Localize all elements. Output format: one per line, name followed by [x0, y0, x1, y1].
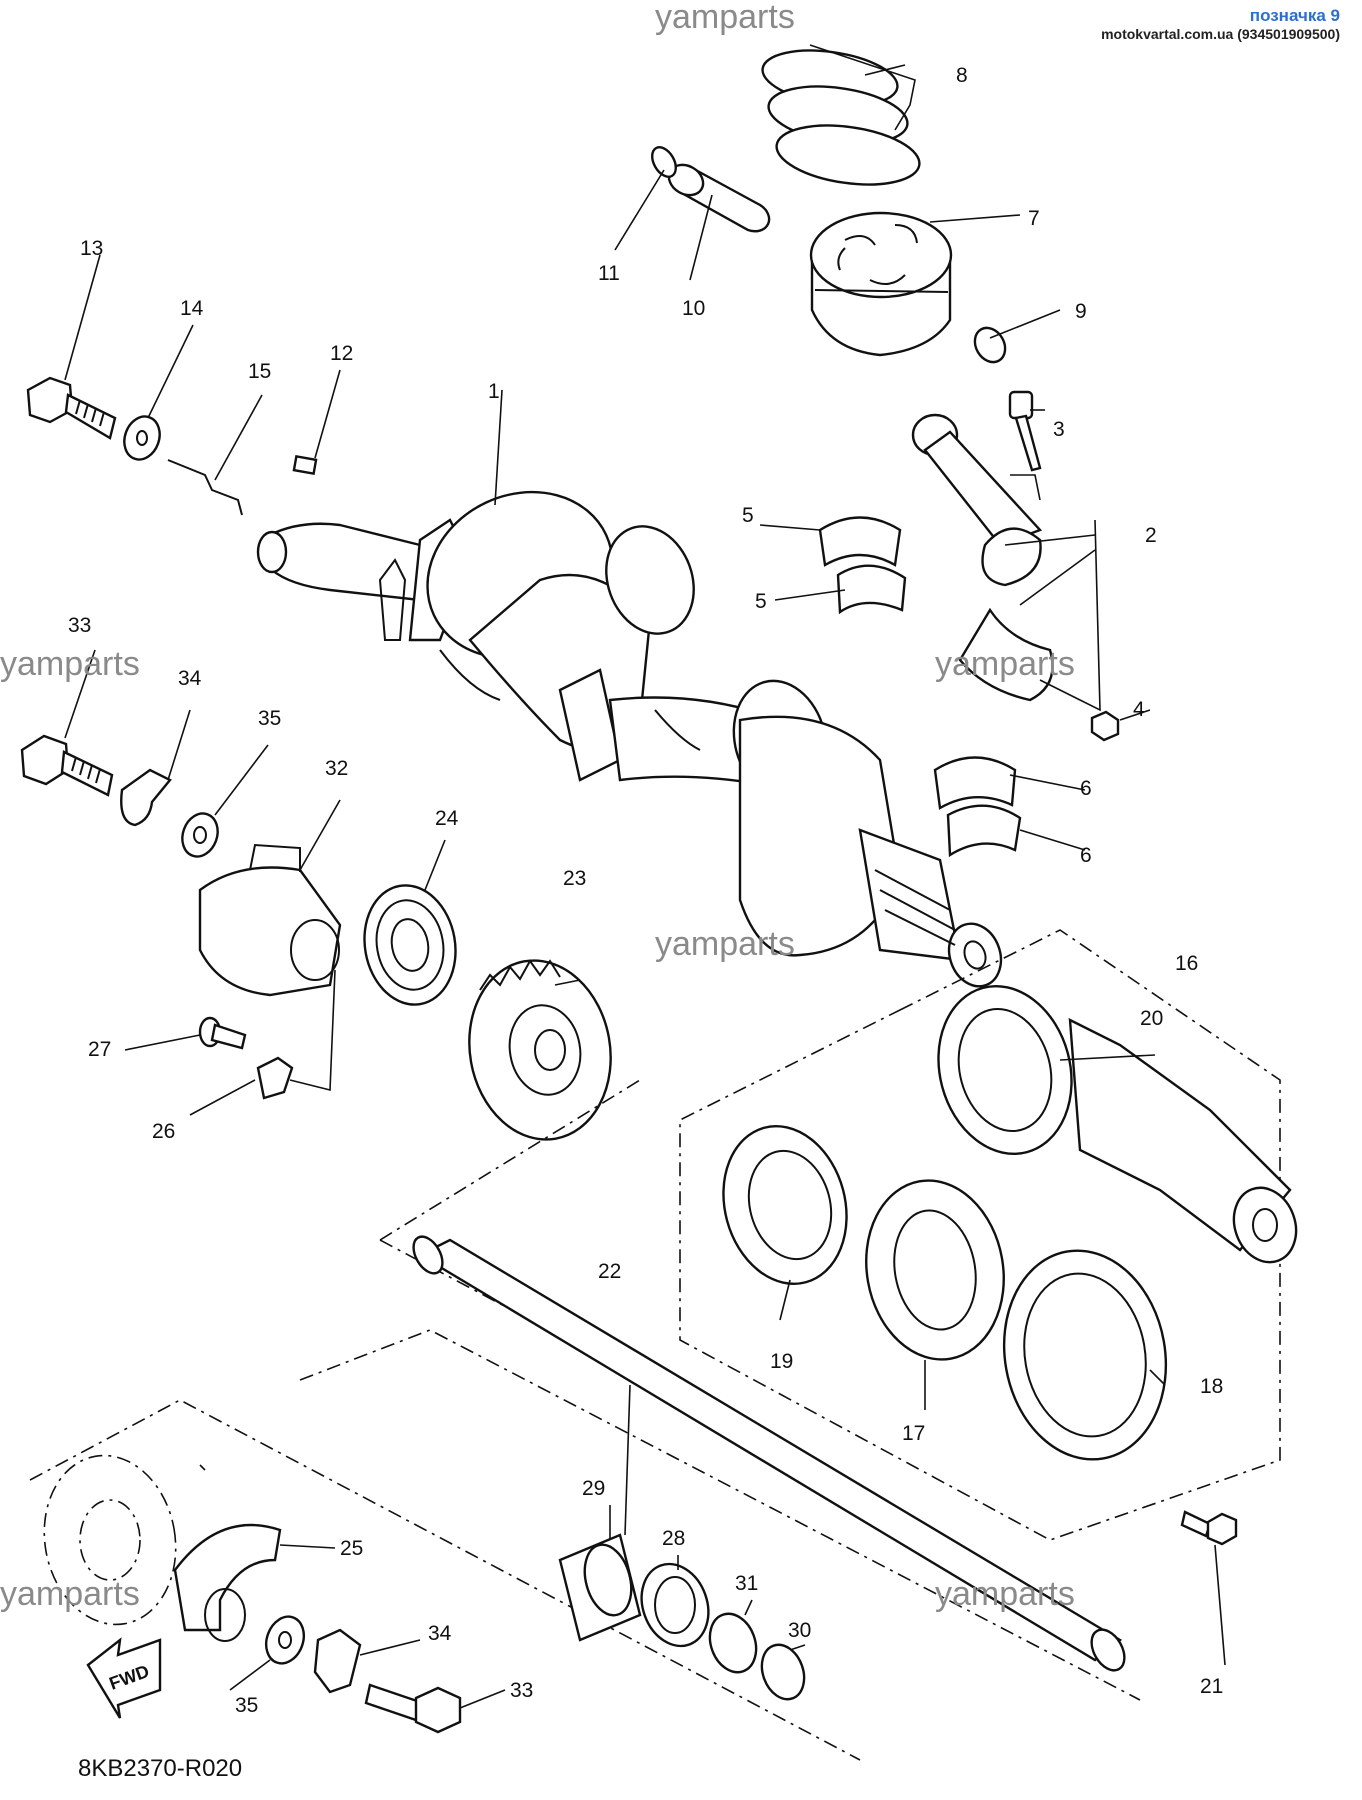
conrod-nut	[1090, 710, 1120, 742]
callout-6a: 6	[1080, 777, 1092, 800]
washer-35-lower	[264, 1615, 306, 1665]
circlip-31	[708, 1612, 758, 1674]
callout-9: 9	[1075, 300, 1087, 323]
callout-33-lower: 33	[510, 1679, 533, 1702]
callout-4: 4	[1133, 698, 1145, 721]
watermark-center: yamparts	[655, 925, 795, 963]
piston-rings	[761, 49, 921, 186]
callout-10: 10	[682, 297, 705, 320]
callout-21: 21	[1200, 1675, 1223, 1698]
fwd-arrow-icon: FWD	[86, 1637, 162, 1719]
piston-pin-clip-right	[973, 326, 1007, 364]
callout-35-lower: 35	[235, 1694, 258, 1717]
lock-washer-34-lower	[313, 1628, 362, 1694]
callout-33-upper: 33	[68, 614, 91, 637]
callout-23: 23	[563, 867, 586, 890]
balancer-gear-25-dashed	[43, 1454, 177, 1626]
callout-24: 24	[435, 807, 459, 830]
bolt-33-lower	[364, 1683, 462, 1734]
watermark-right-lower: yamparts	[935, 1575, 1075, 1613]
lock-washer-34-upper	[120, 768, 172, 827]
callout-13: 13	[80, 237, 103, 260]
watermark-right-upper: yamparts	[935, 645, 1075, 683]
screw-27	[198, 1016, 247, 1050]
needle-bearing-28	[640, 1562, 710, 1648]
bolt-21	[1180, 1510, 1238, 1546]
leader-lines	[64, 44, 1226, 1709]
callout-14: 14	[180, 297, 204, 320]
wire-15	[167, 459, 243, 516]
conrod-bolt	[1008, 390, 1042, 472]
callout-16: 16	[1175, 952, 1198, 975]
callout-22: 22	[598, 1260, 621, 1283]
callout-26: 26	[152, 1120, 175, 1143]
callout-8: 8	[956, 64, 968, 87]
header-badge: позначка 9	[1249, 6, 1340, 25]
dash-group-top	[379, 1079, 641, 1241]
piston	[809, 211, 953, 357]
dash-group-mid	[299, 1329, 1141, 1701]
diagram-code: 8KB2370-R020	[78, 1755, 243, 1782]
bolt-13	[26, 376, 117, 440]
callout-18: 18	[1200, 1375, 1223, 1398]
washer-35-upper	[181, 812, 219, 858]
callout-19: 19	[770, 1350, 793, 1373]
woodruff-key	[292, 454, 318, 476]
balancer-weight-32	[198, 843, 342, 997]
callout-32: 32	[325, 757, 348, 780]
piston-pin-clip-left	[651, 146, 677, 178]
dash-group-top-b	[379, 1239, 1021, 1581]
callout-numbers: 1 2 3 4 5 5 6 6 7 8 9 10 11 12 13 14 15 …	[68, 64, 1223, 1717]
piston-pin	[667, 163, 771, 233]
callout-3: 3	[1053, 418, 1065, 441]
callout-12: 12	[330, 342, 353, 365]
balancer-drive-gear-23	[468, 959, 612, 1141]
bearing-20	[937, 984, 1073, 1156]
bearing-housing-18	[1002, 1249, 1168, 1461]
callout-5a: 5	[742, 504, 754, 527]
callout-29: 29	[582, 1477, 605, 1500]
watermark-left-lower: yamparts	[0, 1575, 140, 1613]
callout-15: 15	[248, 360, 271, 383]
crankshaft	[256, 490, 1003, 988]
callout-35-upper: 35	[258, 707, 281, 730]
callout-2: 2	[1145, 524, 1157, 547]
header-contact: motokvartal.com.ua (934501909500)	[1101, 26, 1340, 42]
watermark-top: yamparts	[655, 0, 795, 36]
callout-34-upper: 34	[178, 667, 202, 690]
conrod-bearings	[818, 516, 907, 615]
callout-7: 7	[1028, 207, 1040, 230]
callout-1: 1	[488, 380, 500, 403]
callout-25: 25	[340, 1537, 363, 1560]
plate-26	[256, 1056, 294, 1100]
callout-28: 28	[662, 1527, 685, 1550]
collar-29	[558, 1533, 642, 1642]
callout-34-lower: 34	[428, 1622, 452, 1645]
watermark-left-upper: yamparts	[0, 645, 140, 683]
callout-5b: 5	[755, 590, 767, 613]
connecting-rod	[911, 413, 1054, 702]
balancer-shaft-assembly	[679, 929, 1298, 1541]
callout-17: 17	[902, 1422, 925, 1445]
callout-6b: 6	[1080, 844, 1092, 867]
callout-31: 31	[735, 1572, 758, 1595]
callout-11: 11	[598, 262, 620, 285]
callout-20: 20	[1140, 1007, 1163, 1030]
callout-27: 27	[88, 1038, 111, 1061]
drive-shaft-22	[412, 1235, 1126, 1672]
bearing-24	[363, 884, 457, 1006]
washer-30	[760, 1643, 806, 1701]
washer-14	[123, 415, 161, 461]
main-bearings	[933, 756, 1022, 858]
balancer-weight-25	[173, 1523, 282, 1642]
callout-30: 30	[788, 1619, 811, 1642]
bearing-17	[865, 1179, 1005, 1361]
oil-seal-19	[722, 1124, 848, 1286]
bolt-33-upper	[20, 734, 114, 797]
